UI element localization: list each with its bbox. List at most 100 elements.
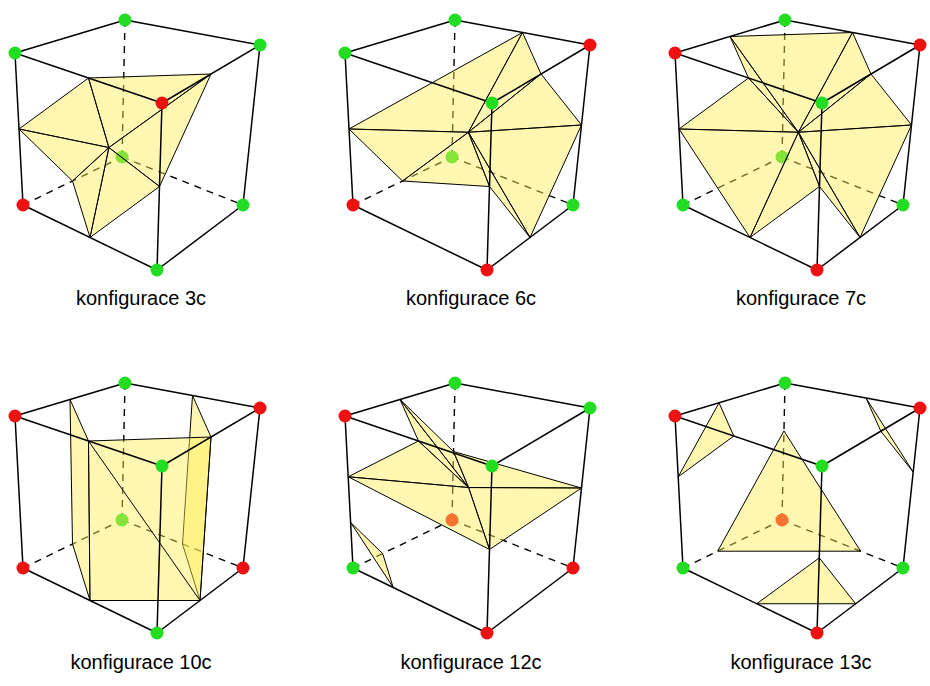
cube-edge (162, 408, 260, 466)
cube-vertex (9, 47, 22, 60)
cube-panel (9, 14, 267, 277)
cube-vertex (481, 627, 494, 640)
cube-edge (23, 205, 157, 270)
cube-edge (675, 416, 683, 568)
cube-edge (573, 408, 590, 568)
isosurface-triangle (400, 400, 469, 488)
cube-edge (487, 466, 492, 633)
cube-vertex (449, 377, 462, 390)
cube-vertex (449, 14, 462, 27)
cube-vertex (156, 460, 169, 473)
cube-edge (345, 53, 353, 205)
isosurface-triangle (19, 129, 109, 181)
cube-vertex (254, 402, 267, 415)
cube-vertex (811, 264, 824, 277)
cube-edge (157, 205, 243, 270)
cube-edge (125, 20, 260, 45)
cube-vertex (237, 562, 250, 575)
cube-vertex (347, 199, 360, 212)
cube-edge (817, 103, 822, 270)
cube-edge (15, 416, 162, 466)
configuration-caption: konfigurace 3c (76, 286, 206, 310)
configuration-caption: konfigurace 6c (406, 286, 536, 310)
cube-panel (339, 377, 597, 640)
isosurface-polygon (718, 431, 861, 551)
cube-vertex (816, 460, 829, 473)
cube-vertex (669, 47, 682, 60)
cube-vertex (151, 264, 164, 277)
configuration-caption: konfigurace 10c (70, 650, 211, 674)
configuration-caption: konfigurace 12c (400, 650, 541, 674)
cube-edge (675, 416, 822, 466)
isosurface-triangle (679, 129, 798, 238)
cube-vertex (669, 410, 682, 423)
cube-vertex (811, 627, 824, 640)
configuration-caption: konfigurace 13c (730, 650, 871, 674)
cube-edge (23, 568, 157, 633)
cube-edge (675, 53, 822, 103)
cube-edge (353, 205, 487, 270)
cube-edge (817, 205, 903, 270)
cube-edge (15, 416, 23, 568)
cube-edge (345, 383, 455, 416)
cube-vertex (779, 14, 792, 27)
cube-edge (157, 103, 162, 270)
cube-edge (487, 103, 492, 270)
cube-vertex (816, 97, 829, 110)
cube-edge (353, 568, 487, 633)
cube-vertex (17, 562, 30, 575)
cube-edge (675, 383, 785, 416)
isosurface-triangle (400, 400, 469, 488)
cube-vertex (567, 199, 580, 212)
cube-vertex (156, 97, 169, 110)
cube-vertex (119, 14, 132, 27)
isosurface-polygon (70, 400, 90, 601)
cube-edge (487, 205, 573, 270)
cube-edge (345, 416, 353, 568)
isosurface-triangle (348, 477, 489, 550)
cube-edge (492, 408, 590, 466)
cube-vertex (339, 410, 352, 423)
cube-edge (903, 45, 920, 205)
cube-panel (669, 377, 927, 640)
cube-edge (125, 383, 260, 408)
cube-vertex (584, 402, 597, 415)
cube-edge (492, 45, 590, 103)
cube-vertex (339, 47, 352, 60)
cube-edge (15, 20, 125, 53)
cube-edge (15, 53, 162, 103)
cube-edge (455, 20, 590, 45)
cube-vertex (347, 562, 360, 575)
isosurface-triangle (454, 452, 582, 489)
cube-edge (345, 53, 492, 103)
cube-edge (157, 568, 243, 633)
cube-edge (243, 45, 260, 205)
cube-edge (822, 408, 920, 466)
cube-vertex (914, 39, 927, 52)
cube-edge (455, 383, 590, 408)
cube-vertex (567, 562, 580, 575)
cube-vertex (897, 199, 910, 212)
cube-edge (15, 53, 23, 205)
cube-vertex (779, 377, 792, 390)
isosurface-polygon (757, 558, 856, 604)
cube-edge (157, 466, 162, 633)
cube-vertex (9, 410, 22, 423)
cube-edge (15, 383, 125, 416)
cube-panel (339, 14, 597, 277)
configuration-caption: konfigurace 7c (736, 286, 866, 310)
cube-vertex (677, 562, 690, 575)
cube-edge (675, 53, 683, 205)
cube-edge (683, 568, 817, 633)
cube-edge (817, 568, 903, 633)
cube-vertex (237, 199, 250, 212)
isosurface-polygon (89, 441, 201, 601)
isosurface-polygon (678, 403, 734, 477)
cube-edge (903, 408, 920, 568)
cube-vertex (584, 39, 597, 52)
cube-vertex (17, 199, 30, 212)
cube-vertex (897, 562, 910, 575)
cube-vertex (486, 97, 499, 110)
isosurface-triangle (349, 129, 468, 181)
